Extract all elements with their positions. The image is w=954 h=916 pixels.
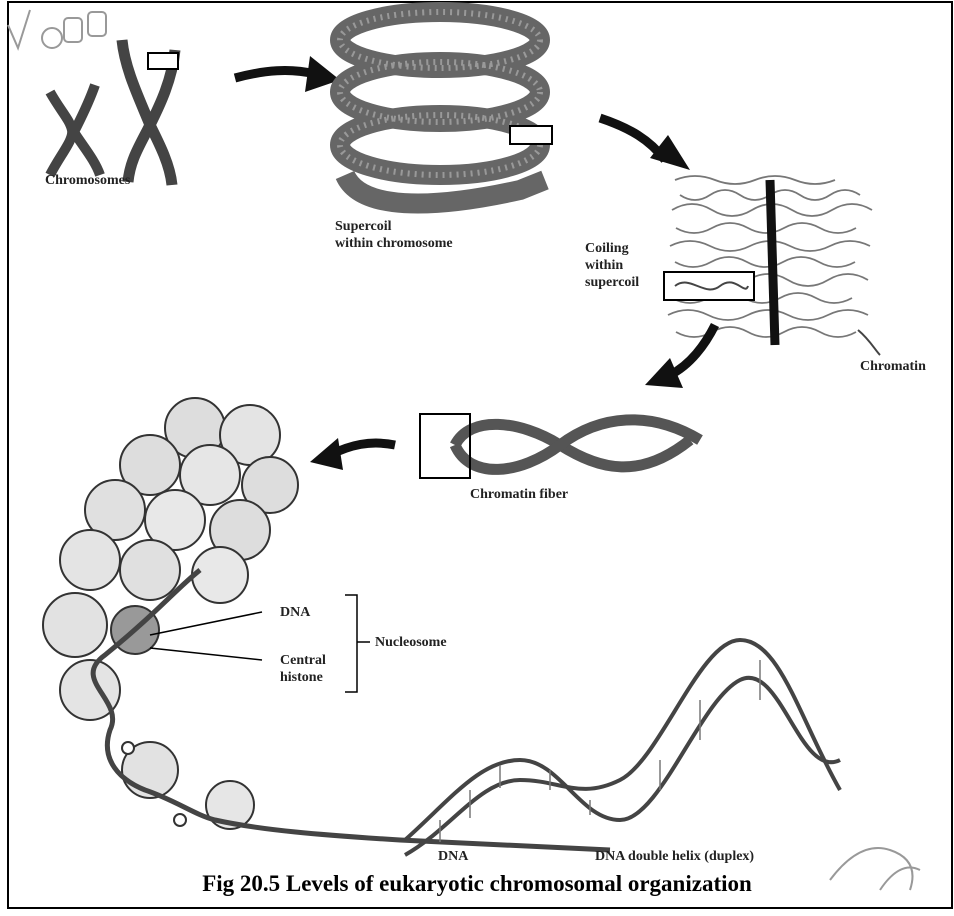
dna-double-helix — [405, 640, 840, 855]
chromatin-axis — [770, 180, 775, 345]
label-coiling-line3: supercoil — [585, 274, 639, 291]
supercoil-zoom-box — [510, 126, 552, 144]
fiber-zoom-box — [420, 414, 470, 478]
linker-dna — [93, 570, 610, 850]
label-dna-pointer: DNA — [280, 604, 310, 621]
label-chromatin-fiber: Chromatin fiber — [470, 486, 568, 503]
label-dna-bottom: DNA — [438, 848, 468, 865]
label-central-line2: histone — [280, 669, 323, 686]
nucleosome-pointers — [150, 595, 370, 692]
chromosome-x-left — [50, 85, 100, 175]
label-supercoil-line1: Supercoil — [335, 218, 392, 235]
label-supercoil-line2: within chromosome — [335, 235, 453, 252]
chromatin-fiber — [455, 420, 700, 470]
label-chromatin: Chromatin — [860, 358, 926, 375]
chromosome-zoom-box — [148, 53, 178, 69]
label-nucleosome: Nucleosome — [375, 634, 447, 651]
figure-caption: Fig 20.5 Levels of eukaryotic chromosoma… — [0, 871, 954, 897]
supercoil-texture — [340, 12, 540, 175]
label-central-line1: Central — [280, 652, 326, 669]
label-chromosomes: Chromosomes — [45, 172, 130, 189]
arrow-supercoil-to-chromatin — [600, 118, 690, 170]
label-dna-double-helix: DNA double helix (duplex) — [595, 848, 754, 865]
label-coiling-line2: within — [585, 257, 623, 274]
arrow-fiber-to-nucleosome — [310, 438, 395, 470]
arrow-chromosome-to-supercoil — [235, 56, 340, 92]
nucleosome-cluster — [43, 398, 298, 829]
label-coiling-line1: Coiling — [585, 240, 629, 257]
